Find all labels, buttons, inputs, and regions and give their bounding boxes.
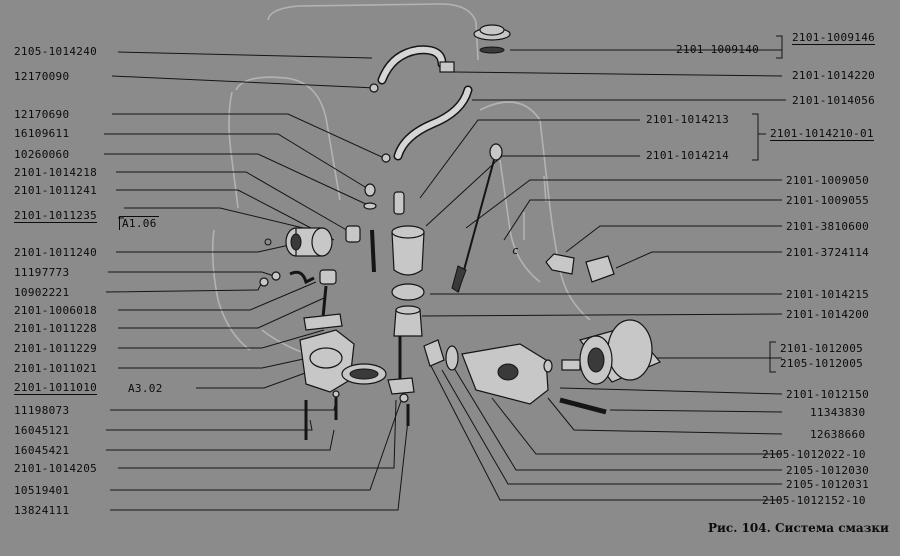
label-2101-1009140: 2101-1009140 (676, 43, 760, 56)
label-2101-1009146: 2101-1009146 (792, 31, 876, 45)
label-10260060: 10260060 (14, 148, 70, 161)
label-2101-3724114: 2101-3724114 (786, 246, 870, 259)
label-2105-1012005: 2105-1012005 (780, 357, 864, 370)
label-2105-1014240: 2105-1014240 (14, 45, 98, 58)
label-11197773: 11197773 (14, 266, 70, 279)
breather-valve (363, 183, 425, 276)
label-2101-1014220: 2101-1014220 (792, 69, 876, 82)
label-a106: A1.06 (119, 216, 159, 230)
label-11198073: 11198073 (14, 404, 70, 417)
label-13824111: 13824111 (14, 504, 70, 517)
breather-hose-lower (369, 83, 473, 163)
label-12638660: 12638660 (810, 428, 866, 441)
label-2101-1012150: 2101-1012150 (786, 388, 870, 401)
label-2101-1011241: 2101-1011241 (14, 184, 98, 197)
dipstick (451, 143, 503, 293)
brackets (752, 35, 783, 373)
label-2101-1006018: 2101-1006018 (14, 304, 98, 317)
label-2105-1012152-10: 2105-1012152-10 (762, 494, 866, 507)
label-2105-1012030: 2105-1012030 (786, 464, 870, 477)
label-16045421: 16045421 (14, 444, 70, 457)
oil-filter (578, 319, 661, 385)
label-10902221: 10902221 (14, 286, 70, 299)
label-2101-1009050: 2101-1009050 (786, 174, 870, 187)
label-12170090: 12170090 (14, 70, 70, 83)
label-2101-1012005: 2101-1012005 (780, 342, 864, 355)
flame-arrester (387, 283, 425, 395)
label-2105-1012031: 2105-1012031 (786, 478, 870, 491)
label-2101-1014214: 2101-1014214 (646, 149, 730, 162)
label-2101-1014218: 2101-1014218 (14, 166, 98, 179)
label-12170690: 12170690 (14, 108, 70, 121)
label-16045121: 16045121 (14, 424, 70, 437)
label-2101-1014210-01: 2101-1014210-01 (770, 127, 874, 141)
leader-lines-left (104, 51, 409, 511)
label-11343830: 11343830 (810, 406, 866, 419)
oil-pump-assembly (299, 269, 410, 440)
oil-filter-bracket (423, 339, 607, 415)
breather-hose-upper (377, 45, 455, 85)
label-2101-1014200: 2101-1014200 (786, 308, 870, 321)
label-2101-1014213: 2101-1014213 (646, 113, 730, 126)
label-2101-1011228: 2101-1011228 (14, 322, 98, 335)
label-10519401: 10519401 (14, 484, 70, 497)
label-2101-1014215: 2101-1014215 (786, 288, 870, 301)
label-2101-3810600: 2101-3810600 (786, 220, 870, 233)
label-2101-1009055: 2101-1009055 (786, 194, 870, 207)
label-2101-1011240: 2101-1011240 (14, 246, 98, 259)
label-16109611: 16109611 (14, 127, 70, 140)
label-2101-1011021: 2101-1011021 (14, 362, 98, 375)
oil-filler-cap (473, 24, 511, 54)
label-2101-1011229: 2101-1011229 (14, 342, 98, 355)
label-2101-1014056: 2101-1014056 (792, 94, 876, 107)
label-c: c (512, 244, 519, 257)
label-2101-1011235: 2101-1011235 (14, 209, 98, 223)
oil-pump-drive (259, 225, 376, 287)
figure-caption: Рис. 104. Система смазки (708, 521, 889, 535)
label-a302: A3.02 (128, 382, 163, 395)
label-2101-1014205: 2101-1014205 (14, 462, 98, 475)
pressure-sensor (545, 253, 615, 283)
leader-lines-right (419, 49, 786, 501)
label-2101-1011010: 2101-1011010 (14, 381, 98, 395)
label-2105-1012022-10: 2105-1012022-10 (762, 448, 866, 461)
